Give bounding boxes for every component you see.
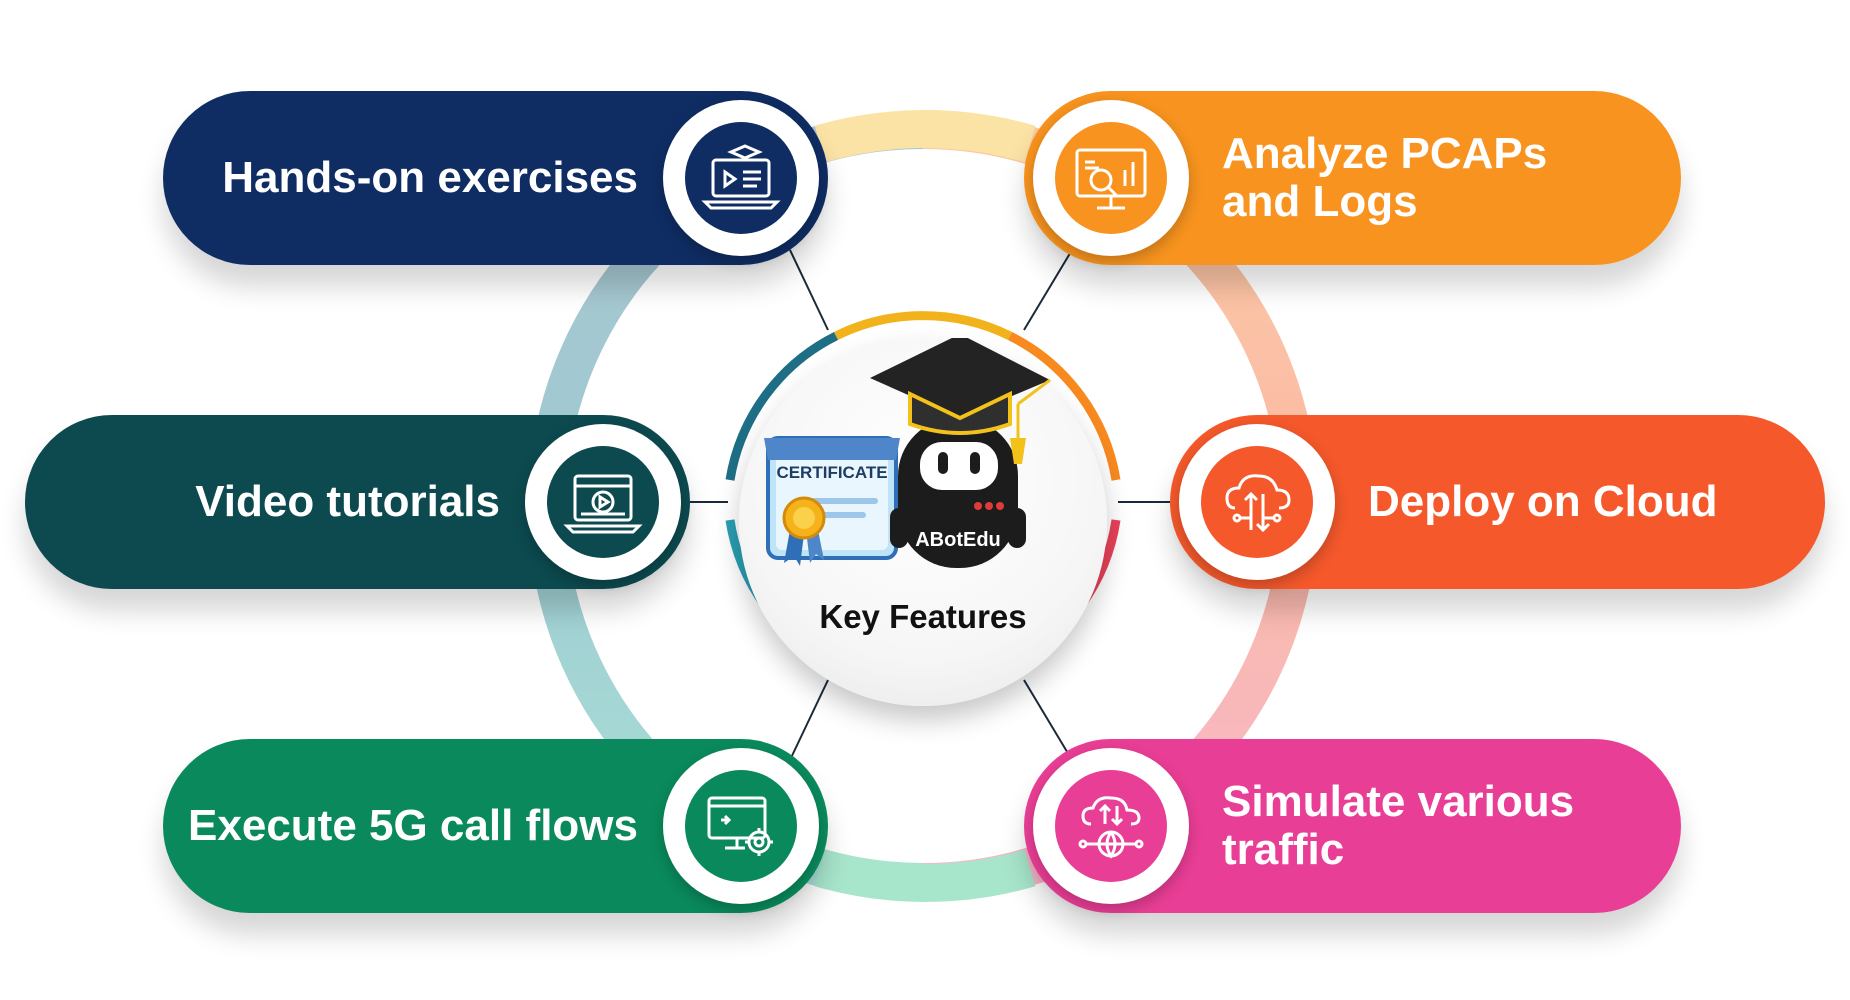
certificate-label: CERTIFICATE [776,463,887,482]
feature-icon-badge [1033,100,1189,256]
feature-icon-badge [1033,748,1189,904]
outer-ring-top [814,110,1036,163]
outer-ring-bottom [814,849,1036,902]
feature-label: Video tutorials [195,477,500,526]
cloud-globe-traffic-icon [1078,796,1144,859]
robot-mascot-icon: ABotEdu [870,338,1051,568]
hub-illustration: CERTIFICATE ABotEdu [764,338,1051,568]
monitor-gear-icon [707,796,773,856]
feature-label: Hands-on exercises [222,153,638,202]
certificate-icon: CERTIFICATE [764,436,900,566]
feature-pill-analyze-pcaps: Analyze PCAPs and Logs [1024,91,1681,265]
feature-icon-badge [663,100,819,256]
robot-label: ABotEdu [915,529,1001,551]
connector-lines [690,249,1170,761]
feature-pill-video-tutorials: Video tutorials [25,415,690,589]
feature-label: Deploy on Cloud [1368,477,1718,526]
feature-icon-badge [525,424,681,580]
hub-title: Key Features [819,598,1027,635]
feature-pill-deploy-on-cloud: Deploy on Cloud [1170,415,1825,589]
feature-label: Execute 5G call flows [188,801,638,850]
feature-label: Simulate various traffic [1222,777,1575,874]
analytics-monitor-icon [1075,148,1147,210]
feature-label: Analyze PCAPs and Logs [1222,129,1548,226]
feature-pill-simulate-various-traffic: Simulate various traffic [1024,739,1681,913]
video-player-laptop-icon [563,474,643,534]
cloud-network-icon [1225,474,1291,533]
feature-icon-badge [663,748,819,904]
feature-pill-hands-on-exercises: Hands-on exercises [163,91,828,265]
feature-pill-execute-5g-call-flows: Execute 5G call flows [163,739,828,913]
e-learning-laptop-icon [701,144,781,210]
feature-icon-badge [1179,424,1335,580]
